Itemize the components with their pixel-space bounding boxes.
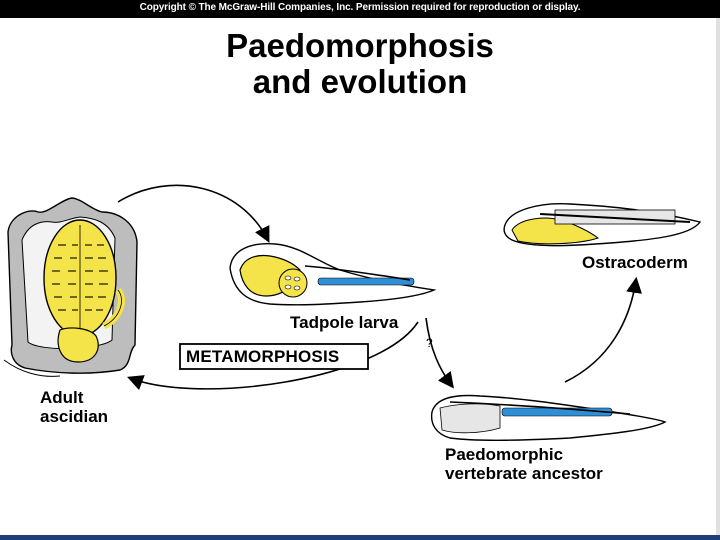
adult-label: Adult ascidian <box>40 388 108 426</box>
arrow-ancestor-to-ostracoderm <box>564 276 643 383</box>
ancestor-label-line-2: vertebrate ancestor <box>445 464 603 483</box>
slide-bottom-edge <box>0 535 720 540</box>
adult-label-line-1: Adult <box>40 388 84 407</box>
tadpole-label: Tadpole larva <box>290 313 399 332</box>
slide-title: Paedomorphosis and evolution <box>120 28 600 100</box>
copyright-bar: Copyright © The McGraw-Hill Companies, I… <box>0 0 720 18</box>
title-line-1: Paedomorphosis <box>226 27 494 64</box>
title-line-2: and evolution <box>252 63 468 100</box>
copyright-text: Copyright © The McGraw-Hill Companies, I… <box>139 2 581 13</box>
ancestor-label-line-1: Paedomorphic <box>445 445 564 464</box>
question-mark: ? <box>426 336 433 350</box>
adult-label-line-2: ascidian <box>40 407 109 426</box>
slide-right-edge <box>716 18 720 540</box>
tadpole-larva-drawing <box>229 243 437 306</box>
ostracoderm-label: Ostracoderm <box>582 253 688 272</box>
metamorphosis-label: METAMORPHOSIS <box>186 347 340 366</box>
adult-ascidian-drawing <box>3 197 138 377</box>
arrow-adult-to-larva <box>117 184 270 243</box>
metamorphosis-box <box>179 343 369 370</box>
arrow-larva-to-adult <box>127 321 419 391</box>
ancestor-label: Paedomorphic vertebrate ancestor <box>445 445 603 483</box>
ostracoderm-drawing <box>503 202 702 247</box>
ancestor-drawing <box>430 394 667 441</box>
arrow-larva-to-ancestor <box>425 317 454 389</box>
